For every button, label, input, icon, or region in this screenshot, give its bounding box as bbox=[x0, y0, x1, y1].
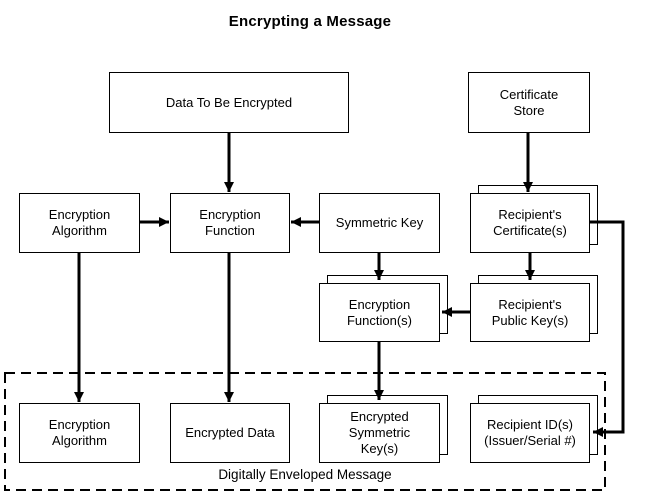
box-symmetric-key: Symmetric Key bbox=[319, 193, 440, 253]
box-label-recipients-certificates: Recipient's Certificate(s) bbox=[493, 207, 567, 238]
box-label-symmetric-key: Symmetric Key bbox=[335, 215, 424, 230]
box-recipients-certificates: Recipient's Certificate(s) bbox=[470, 193, 590, 253]
box-data-to-be-encrypted: Data To Be Encrypted bbox=[109, 72, 349, 133]
box-recipients-public-keys: Recipient's Public Key(s) bbox=[470, 283, 590, 342]
box-encrypted-data: Encrypted Data bbox=[170, 403, 290, 463]
diagram-title: Encrypting a Message bbox=[228, 13, 392, 30]
box-label-data-to-be-encrypted: Data To Be Encrypted bbox=[165, 94, 293, 110]
box-encryption-functions: Encryption Function(s) bbox=[319, 283, 440, 342]
box-label-encryption-algorithm-bottom: Encryption Algorithm bbox=[48, 417, 111, 448]
box-encryption-algorithm-bottom: Encryption Algorithm bbox=[19, 403, 140, 463]
box-encryption-algorithm-top: Encryption Algorithm bbox=[19, 193, 140, 253]
box-label-encrypted-symmetric-keys: Encrypted Symmetric Key(s) bbox=[348, 409, 411, 456]
box-label-certificate-store: Certificate Store bbox=[499, 86, 559, 118]
envelope-label: Digitally Enveloped Message bbox=[218, 467, 392, 482]
box-encrypted-symmetric-keys: Encrypted Symmetric Key(s) bbox=[319, 403, 440, 463]
box-label-encryption-algorithm-top: Encryption Algorithm bbox=[48, 207, 111, 238]
box-certificate-store: Certificate Store bbox=[468, 72, 590, 133]
box-recipient-ids: Recipient ID(s) (Issuer/Serial #) bbox=[470, 403, 590, 463]
box-label-encryption-functions: Encryption Function(s) bbox=[346, 296, 413, 328]
box-encryption-function: Encryption Function bbox=[170, 193, 290, 253]
box-label-encryption-function: Encryption Function bbox=[199, 207, 261, 238]
box-label-recipient-ids: Recipient ID(s) (Issuer/Serial #) bbox=[484, 417, 576, 448]
box-label-recipients-public-keys: Recipient's Public Key(s) bbox=[491, 296, 569, 328]
box-label-encrypted-data: Encrypted Data bbox=[185, 425, 275, 440]
